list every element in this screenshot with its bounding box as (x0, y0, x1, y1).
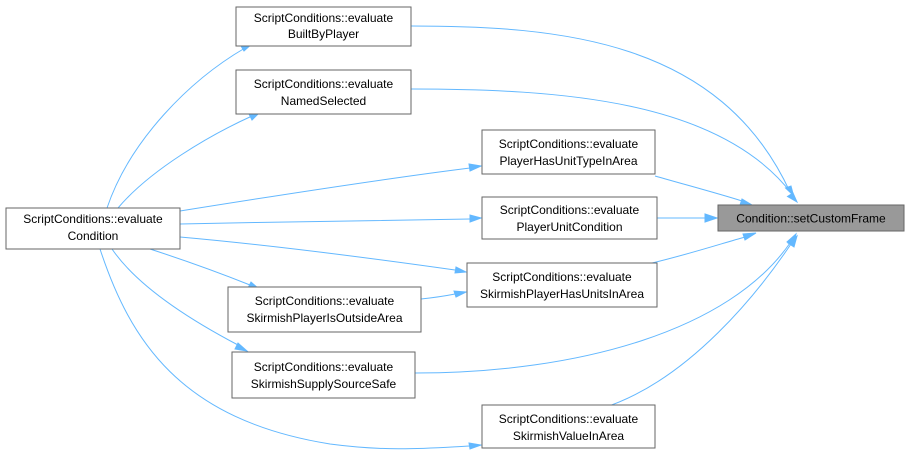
node-label-line2: BuiltByPlayer (288, 27, 359, 41)
node-label-line2: SkirmishPlayerHasUnitsInArea (480, 287, 644, 301)
edge-condition-to-skirmishhasunits (179, 236, 468, 274)
edge-condition-to-builtbyplayer (106, 41, 255, 209)
node-label-line1: ScriptConditions::evaluate (254, 11, 394, 25)
node-built-by-player[interactable]: ScriptConditions::evaluate BuiltByPlayer (235, 6, 412, 47)
edge-skirmishhasunits-to-setcustomframe (647, 232, 757, 265)
node-label-line1: ScriptConditions::evaluate (499, 137, 639, 151)
node-player-has-unit-type-in-area[interactable]: ScriptConditions::evaluate PlayerHasUnit… (481, 129, 656, 175)
node-skirmish-player-is-outside-area[interactable]: ScriptConditions::evaluate SkirmishPlaye… (227, 286, 422, 333)
node-label-line1: ScriptConditions::evaluate (254, 77, 394, 91)
node-player-unit-condition[interactable]: ScriptConditions::evaluate PlayerUnitCon… (481, 196, 658, 240)
node-label-line2: PlayerUnitCondition (516, 220, 622, 234)
node-label-line2: PlayerHasUnitTypeInArea (499, 154, 637, 168)
node-named-selected[interactable]: ScriptConditions::evaluate NamedSelected (235, 69, 412, 115)
edge-condition-to-valueinarea (99, 248, 483, 450)
node-label-line2: SkirmishSupplySourceSafe (251, 377, 397, 391)
node-label-line2: Condition (68, 229, 119, 243)
node-label-line1: ScriptConditions::evaluate (500, 203, 640, 217)
edge-condition-to-supplysourcesafe (111, 248, 249, 352)
node-label-line2: NamedSelected (281, 94, 366, 108)
node-skirmish-supply-source-safe[interactable]: ScriptConditions::evaluate SkirmishSuppl… (231, 351, 416, 399)
edge-playerhasunittypeinarea-to-setcustomframe (654, 175, 754, 206)
node-evaluate-condition[interactable]: ScriptConditions::evaluate Condition (5, 207, 181, 250)
edge-condition-to-playerunitcondition (179, 214, 483, 225)
node-label-line1: ScriptConditions::evaluate (255, 294, 395, 308)
node-label-line2: SkirmishPlayerIsOutsideArea (246, 311, 402, 325)
node-set-custom-frame[interactable]: Condition::setCustomFrame (717, 204, 905, 232)
node-label-line1: ScriptConditions::evaluate (23, 212, 163, 226)
edge-playerunitcondition-to-setcustomframe (657, 213, 719, 223)
edge-condition-to-namedselected (117, 110, 263, 209)
edge-condition-to-playerisoutside (149, 248, 261, 290)
edge-playerisoutside-to-skirmishhasunits (420, 290, 468, 300)
node-skirmish-player-has-units-in-area[interactable]: ScriptConditions::evaluate SkirmishPlaye… (466, 262, 658, 308)
edge-namedselected-to-setcustomframe (410, 88, 799, 204)
node-skirmish-value-in-area[interactable]: ScriptConditions::evaluate SkirmishValue… (481, 404, 656, 449)
node-label-line1: ScriptConditions::evaluate (492, 270, 632, 284)
edge-condition-to-playerhasunittype (179, 163, 483, 212)
node-label-line1: ScriptConditions::evaluate (499, 412, 639, 426)
node-label-line2: SkirmishValueInArea (513, 429, 624, 443)
node-label-line1: ScriptConditions::evaluate (254, 360, 394, 374)
node-label: Condition::setCustomFrame (736, 212, 886, 226)
edge-valueinarea-to-setcustomframe (602, 234, 798, 409)
